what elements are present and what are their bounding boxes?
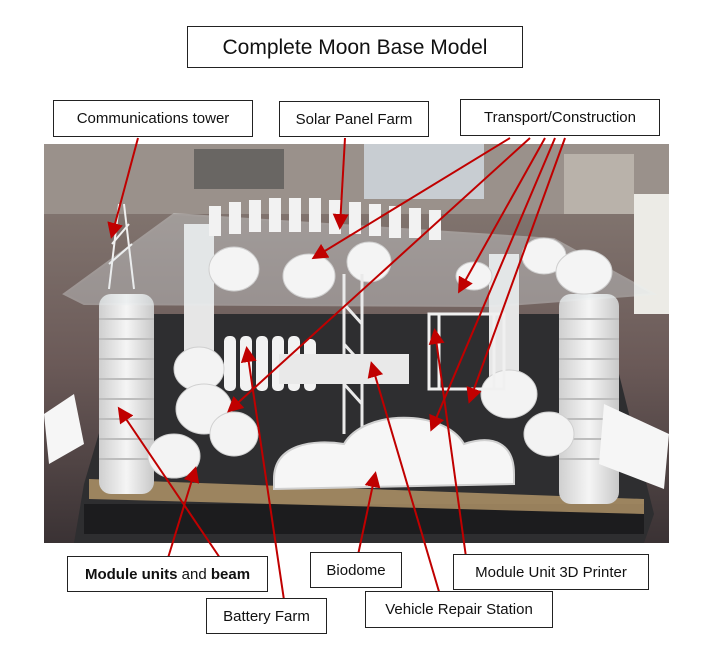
label-vehicle-repair-station: Vehicle Repair Station (365, 591, 553, 628)
label-communications-tower: Communications tower (53, 100, 253, 137)
beam-text: beam (210, 565, 251, 583)
label-module-units-and-beam: Module units and beam (67, 556, 268, 592)
label-biodome: Biodome (310, 552, 402, 588)
label-module-unit-3d-printer: Module Unit 3D Printer (453, 554, 649, 590)
page-title: Complete Moon Base Model (187, 26, 523, 68)
label-transport-construction: Transport/Construction (460, 99, 660, 136)
module-units-text: Module units (84, 565, 178, 583)
page-title-text: Complete Moon Base Model (222, 35, 488, 59)
moon-base-photo (44, 144, 669, 543)
label-solar-panel-farm: Solar Panel Farm (279, 101, 429, 137)
moon-base-illustration (44, 144, 669, 543)
label-battery-farm: Battery Farm (206, 598, 327, 634)
